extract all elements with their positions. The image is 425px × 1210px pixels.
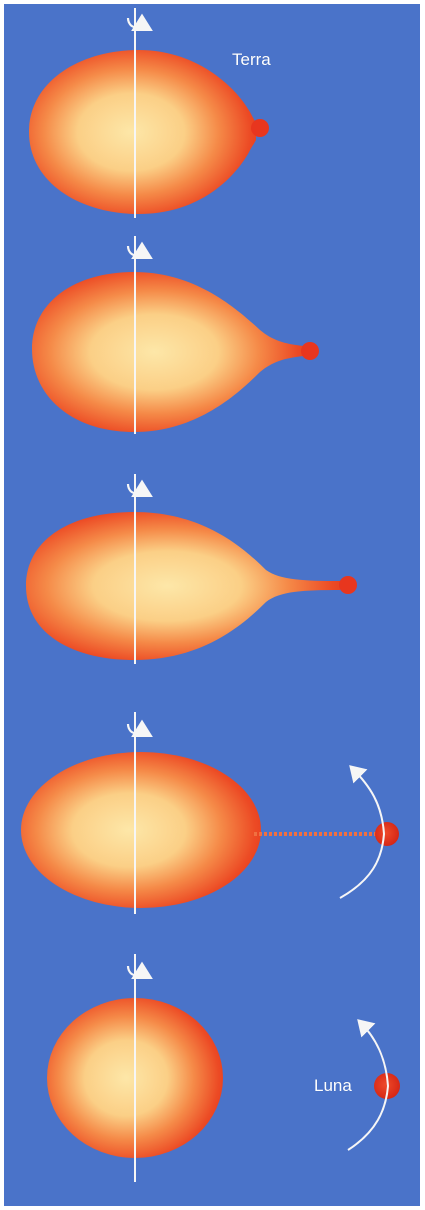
earth-label: Terra [232, 50, 271, 70]
stage-5-earth-and-moon [47, 954, 400, 1182]
earth-shape-2 [32, 272, 304, 432]
earth-shape-3 [26, 512, 340, 660]
earth-moon-formation-diagram [4, 4, 420, 1206]
moon-label: Luna [314, 1076, 352, 1096]
earth-shape-4 [21, 752, 261, 908]
earth-shape-1 [29, 50, 256, 214]
bulge-knob-2 [301, 342, 319, 360]
moon-4 [375, 822, 399, 846]
stage-4-separation [21, 712, 399, 914]
bulge-knob-1 [251, 119, 269, 137]
bulge-knob-3 [339, 576, 357, 594]
stage-3-detachment [26, 474, 357, 664]
stage-2-elongation [32, 236, 319, 434]
diagram-canvas: Terra Luna [4, 4, 420, 1206]
stage-1-bulge [29, 8, 269, 218]
